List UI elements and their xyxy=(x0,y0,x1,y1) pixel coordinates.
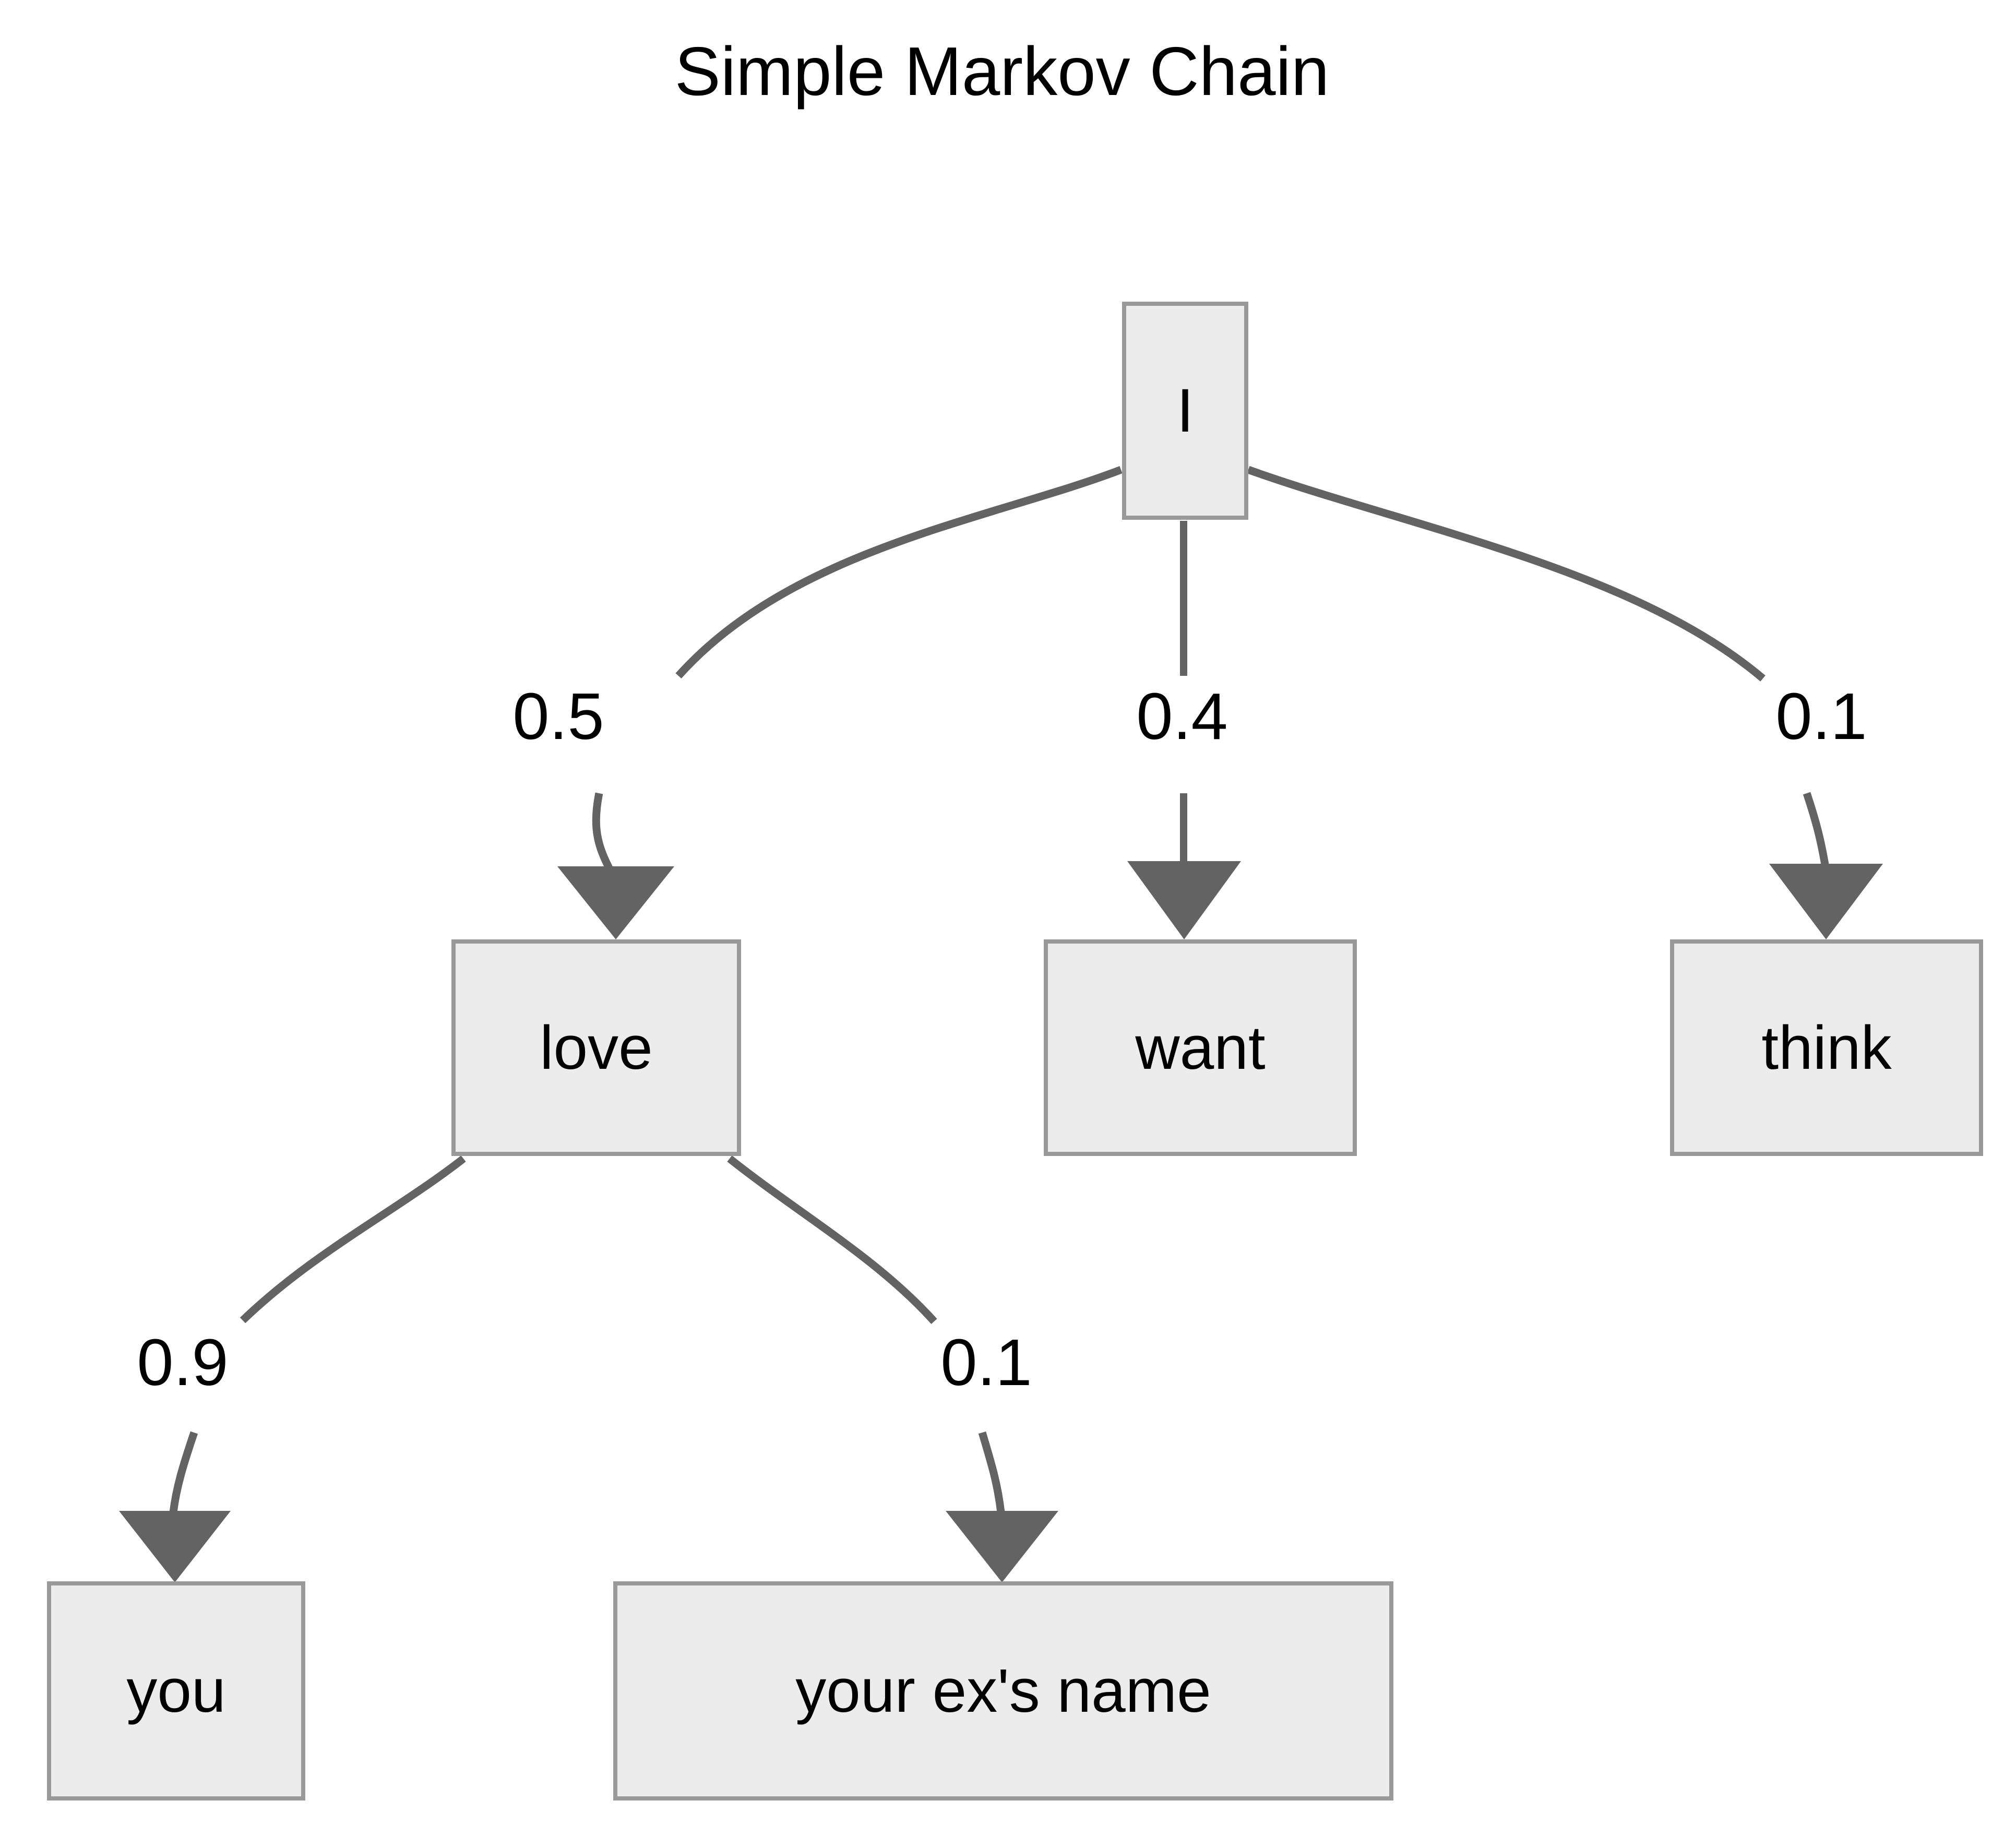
edge-love-to-you-upper xyxy=(240,1155,466,1324)
edge-love-to-you-lower xyxy=(169,1431,198,1513)
arrowhead-to-ex xyxy=(946,1511,1058,1582)
node-i-label: I xyxy=(1176,376,1194,445)
edge-i-to-think-upper xyxy=(1247,466,1766,682)
arrowhead-to-you xyxy=(119,1511,231,1582)
edge-i-to-love-upper xyxy=(675,466,1123,679)
edge-label-i-love: 0.5 xyxy=(512,679,604,753)
node-love-label: love xyxy=(540,1013,653,1082)
edge-label-i-think: 0.1 xyxy=(1775,679,1867,753)
edge-love-to-ex-upper xyxy=(727,1155,937,1325)
edge-label-love-ex: 0.1 xyxy=(940,1326,1032,1399)
diagram-title: Simple Markov Chain xyxy=(674,33,1330,110)
arrowhead-to-think xyxy=(1769,864,1883,939)
edge-i-to-think-lower xyxy=(1803,792,1830,868)
node-want-label: want xyxy=(1135,1013,1266,1082)
node-want[interactable]: want xyxy=(1044,939,1357,1156)
edge-love-to-ex-lower xyxy=(978,1431,1005,1513)
arrowhead-to-love xyxy=(557,866,674,939)
edge-i-to-love-lower xyxy=(592,792,613,871)
node-i[interactable]: I xyxy=(1122,302,1248,520)
node-your-ex-name-label: your ex's name xyxy=(795,1656,1211,1725)
node-your-ex-name[interactable]: your ex's name xyxy=(613,1581,1393,1801)
node-you[interactable]: you xyxy=(47,1581,305,1801)
node-think-label: think xyxy=(1761,1013,1892,1082)
edge-label-love-you: 0.9 xyxy=(137,1326,229,1399)
node-love[interactable]: love xyxy=(451,939,741,1156)
arrowhead-to-want xyxy=(1127,861,1241,939)
node-you-label: you xyxy=(126,1656,226,1725)
edge-label-i-want: 0.4 xyxy=(1136,679,1228,753)
node-think[interactable]: think xyxy=(1670,939,1983,1156)
